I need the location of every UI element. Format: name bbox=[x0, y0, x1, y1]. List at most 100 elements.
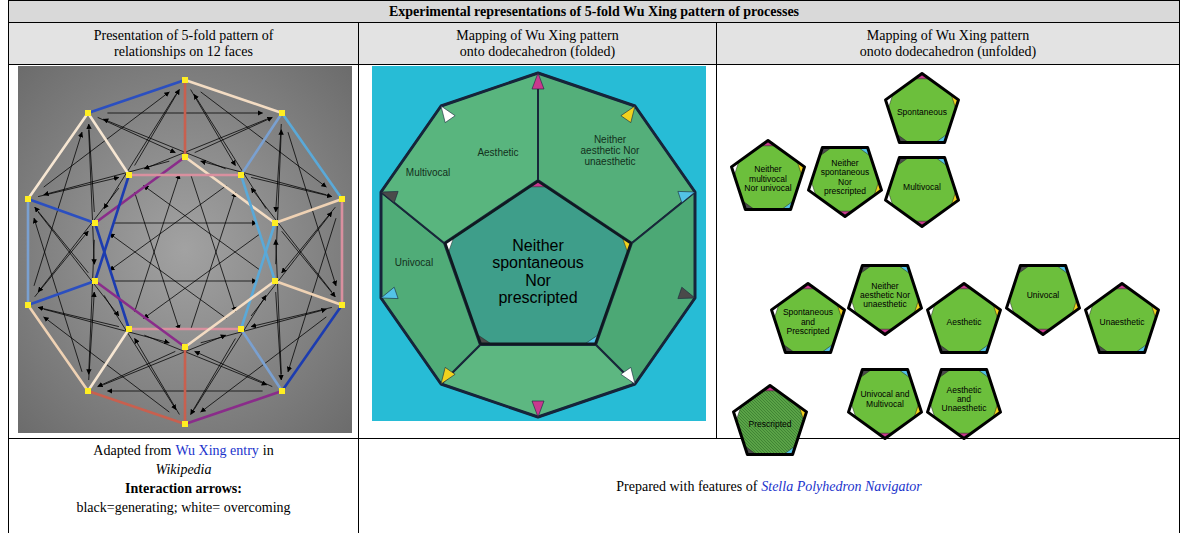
generating-arrow bbox=[144, 335, 266, 385]
face-pentagon: Univocal and Multivocal bbox=[847, 368, 923, 440]
face-pentagon: Univocal bbox=[1005, 264, 1081, 336]
face-text: Unaesthetic bbox=[1097, 318, 1147, 327]
pentagon-fill bbox=[809, 148, 882, 217]
text-holder: Neither spontaneous Nor prescripted bbox=[485, 237, 590, 307]
polyhedron-edge bbox=[185, 281, 275, 347]
wireframe bbox=[25, 77, 345, 427]
polyhedron-edge bbox=[185, 157, 275, 223]
table-title: Experimental representations of 5-fold W… bbox=[389, 4, 799, 20]
pentagon-fill bbox=[928, 370, 1001, 439]
polyhedron-edge bbox=[95, 175, 129, 281]
text-holder: Multivocal bbox=[897, 183, 947, 192]
face-pentagon: Neither multivocal Nor univocal bbox=[730, 139, 806, 211]
text-holder: Univocal and Multivocal bbox=[860, 390, 910, 409]
text-holder: Aesthetic bbox=[939, 318, 989, 327]
credit-text: Adapted from bbox=[93, 443, 171, 458]
generating-arrow bbox=[276, 130, 282, 264]
column-header: Presentation of 5-fold pattern of relati… bbox=[64, 28, 304, 60]
corner-mark bbox=[621, 367, 635, 384]
polyhedron-edge bbox=[88, 113, 129, 175]
text-holder: Aesthetic and Unaesthetic bbox=[939, 386, 989, 414]
pentagon-border bbox=[1007, 266, 1080, 335]
polyhedron-edge bbox=[95, 157, 185, 223]
polyhedron-edge bbox=[275, 199, 342, 223]
pentagon-fill bbox=[1086, 284, 1159, 353]
pentagon-border bbox=[445, 181, 631, 343]
polyhedron-edge bbox=[185, 80, 282, 113]
pentagon-fill bbox=[886, 74, 959, 143]
pentagon-border bbox=[734, 386, 807, 455]
face-text: Univocal and Multivocal bbox=[860, 390, 910, 409]
pentagon-fill bbox=[734, 386, 807, 455]
dodecahedron-face: Neither spontaneous Nor prescripted bbox=[444, 180, 632, 345]
credit-text: Prepared with features of bbox=[616, 479, 757, 494]
face-pentagon: Neither spontaneous Nor prescripted bbox=[807, 146, 883, 218]
text-holder: Prescripted bbox=[745, 420, 795, 429]
footer-cell: Adapted fromWu Xing entryin Wikipedia In… bbox=[8, 438, 359, 533]
pentagon-fill bbox=[732, 141, 805, 210]
polyhedron-edge bbox=[28, 113, 88, 199]
polyhedron-edge bbox=[275, 281, 342, 305]
header-cell: Mapping of Wu Xing pattern onoto dodecah… bbox=[716, 22, 1180, 65]
pentagon-fill bbox=[886, 158, 959, 227]
grey-ground bbox=[18, 66, 352, 433]
face-pentagon: Unaesthetic bbox=[1084, 282, 1160, 354]
header-cell: Presentation of 5-fold pattern of relati… bbox=[8, 22, 359, 65]
polyhedron-edge bbox=[88, 391, 185, 424]
column-header: Mapping of Wu Xing pattern onto dodecahe… bbox=[448, 28, 628, 60]
text-holder: Unaesthetic bbox=[1097, 318, 1147, 327]
vertex-dot bbox=[272, 278, 278, 284]
vertex-dot bbox=[182, 344, 188, 350]
corner-mark bbox=[621, 106, 635, 123]
polyhedron-edge bbox=[241, 175, 275, 281]
generating-arrow bbox=[276, 292, 282, 380]
polyhedron-edge bbox=[184, 347, 187, 424]
vertex-dot bbox=[126, 172, 132, 178]
text-holder: Neither spontaneous Nor prescripted bbox=[820, 159, 870, 196]
cyan-ground bbox=[372, 66, 706, 421]
text-line: Wikipedia bbox=[156, 460, 212, 479]
pentagon-border bbox=[886, 158, 959, 227]
pentagon-fill bbox=[772, 284, 845, 353]
pentagon-fill bbox=[849, 266, 922, 335]
polyhedron-edge bbox=[184, 80, 187, 157]
text-holder: Neither aesthetic Nor unaesthetic bbox=[860, 282, 910, 310]
polyhedron-edge bbox=[28, 199, 95, 223]
label-holder: Neither aesthetic Nor unaesthetic bbox=[579, 134, 641, 167]
face-label: Multivocal bbox=[406, 167, 450, 178]
polyhedron-edge bbox=[241, 113, 282, 175]
polyhedron-edge bbox=[341, 199, 344, 305]
corner-mark bbox=[532, 73, 544, 89]
vertex-dot bbox=[339, 302, 345, 308]
label-holder: Univocal bbox=[395, 257, 433, 268]
polyhedron-edge bbox=[241, 329, 282, 391]
vertex-dot bbox=[25, 302, 31, 308]
generating-arrow bbox=[201, 309, 327, 343]
credit-text: in bbox=[263, 443, 274, 458]
generating-arrow bbox=[251, 188, 332, 292]
face-label: Aesthetic bbox=[477, 147, 518, 158]
vertex-dot bbox=[85, 388, 91, 394]
vertex-dot bbox=[182, 77, 188, 83]
generating-arrow bbox=[38, 177, 119, 196]
face-pentagon: Neither aesthetic Nor unaesthetic bbox=[847, 264, 923, 336]
face-pentagon: Multivocal bbox=[884, 156, 960, 228]
corner-mark bbox=[381, 191, 398, 202]
polyhedron-edge bbox=[282, 305, 342, 391]
corner-mark bbox=[381, 287, 398, 298]
column-header: Mapping of Wu Xing pattern onoto dodecah… bbox=[858, 28, 1038, 60]
pentagon-fill bbox=[1007, 266, 1080, 335]
text-line: black=generating; white= overcoming bbox=[76, 498, 290, 517]
generating-arrow bbox=[38, 307, 119, 326]
pentagon-border bbox=[928, 370, 1001, 439]
polyhedron-edge bbox=[95, 281, 185, 347]
corner-mark bbox=[441, 106, 455, 123]
generating-arrow bbox=[113, 223, 257, 224]
generating-arrow bbox=[89, 292, 95, 380]
pentagon-fill bbox=[928, 284, 1001, 353]
generating-arrow bbox=[44, 309, 170, 343]
link-text: Stella Polyhedron Navigator bbox=[761, 479, 921, 494]
face-pentagon: Spontaneous bbox=[884, 72, 960, 144]
vertex-dot bbox=[279, 110, 285, 116]
face-text: Neither spontaneous Nor prescripted bbox=[485, 237, 590, 307]
